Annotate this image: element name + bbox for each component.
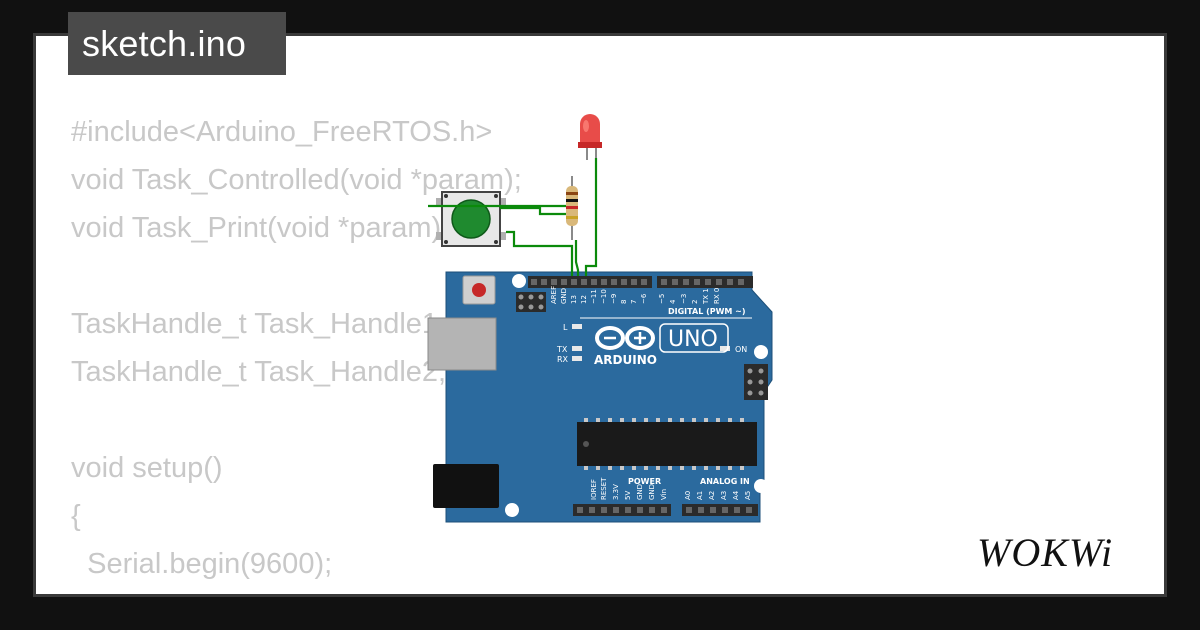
code-line: { bbox=[71, 500, 81, 532]
l-led-label: L bbox=[563, 323, 568, 332]
power-jack bbox=[433, 464, 499, 508]
code-line: #include<Arduino_FreeRTOS.h> bbox=[71, 116, 493, 148]
pin-label-top: 2 bbox=[691, 300, 699, 304]
pin-label-top: ~9 bbox=[610, 294, 618, 304]
code-line: Serial.begin(9600); bbox=[71, 548, 333, 580]
pin-label-top: 4 bbox=[669, 299, 677, 304]
pin-label-power: Vin bbox=[660, 489, 668, 500]
digital-pwm-label: DIGITAL (PWM ~) bbox=[668, 307, 746, 316]
pin-label-power: GND bbox=[648, 484, 656, 500]
code-line: TaskHandle_t Task_Handle1; bbox=[71, 308, 447, 340]
pin-label-analog: A1 bbox=[696, 491, 704, 500]
pin-label-top: GND bbox=[560, 288, 568, 304]
pin-label-analog: A5 bbox=[744, 491, 752, 500]
pin-label-analog: A3 bbox=[720, 491, 728, 500]
pin-label-top: RX 0 bbox=[713, 288, 721, 304]
pin-label-top: 12 bbox=[580, 295, 588, 304]
resistor[interactable] bbox=[566, 176, 578, 240]
code-line: void Task_Controlled(void *param); bbox=[71, 164, 522, 196]
power-label: POWER bbox=[628, 477, 661, 486]
pin-label-power: 3.3V bbox=[612, 484, 620, 500]
pin-label-analog: A0 bbox=[684, 491, 692, 500]
pin-label-top: 7 bbox=[630, 300, 638, 304]
pin-label-power: RESET bbox=[600, 477, 608, 500]
pin-label-top: ~6 bbox=[640, 293, 648, 304]
atmega-chip bbox=[577, 418, 757, 470]
pin-label-analog: A2 bbox=[708, 491, 716, 500]
on-led-label: ON bbox=[735, 345, 747, 354]
tx-led-label: TX bbox=[556, 345, 568, 354]
red-led[interactable] bbox=[578, 114, 602, 160]
arduino-logo-icon bbox=[595, 326, 655, 350]
pin-label-top: TX 1 bbox=[702, 288, 710, 305]
pin-label-top: 8 bbox=[620, 300, 628, 304]
pin-label-top: ~3 bbox=[680, 294, 688, 304]
wokwi-logo: WOKWi bbox=[977, 530, 1113, 575]
code-preview: #include<Arduino_FreeRTOS.h>void Task_Co… bbox=[71, 108, 522, 594]
pin-label-power: 5V bbox=[624, 491, 632, 500]
pushbutton[interactable] bbox=[436, 191, 506, 247]
pin-label-top: ~11 bbox=[590, 289, 598, 304]
code-line: void Task_Print(void *param); bbox=[71, 212, 450, 244]
pin-label-power: GND bbox=[636, 484, 644, 500]
rx-led-label: RX bbox=[557, 355, 569, 364]
pin-label-top: ~5 bbox=[658, 294, 666, 304]
svg-text:WOKWi: WOKWi bbox=[977, 530, 1113, 575]
wires bbox=[428, 158, 598, 276]
pin-label-analog: A4 bbox=[732, 490, 740, 500]
pin-label-top: ~10 bbox=[600, 289, 608, 304]
analog-in-label: ANALOG IN bbox=[700, 477, 750, 486]
sketch-filename-tab[interactable]: sketch.ino bbox=[68, 12, 286, 75]
code-line: void setup() bbox=[71, 452, 223, 484]
uno-model: UNO bbox=[668, 327, 718, 352]
arduino-brand: ARDUINO bbox=[594, 353, 657, 367]
code-line: TaskHandle_t Task_Handle2; bbox=[71, 356, 447, 388]
pin-label-top: AREF bbox=[550, 286, 558, 304]
pin-label-top: 13 bbox=[570, 295, 578, 304]
pin-label-power: IOREF bbox=[590, 479, 598, 500]
usb-connector bbox=[427, 317, 497, 371]
